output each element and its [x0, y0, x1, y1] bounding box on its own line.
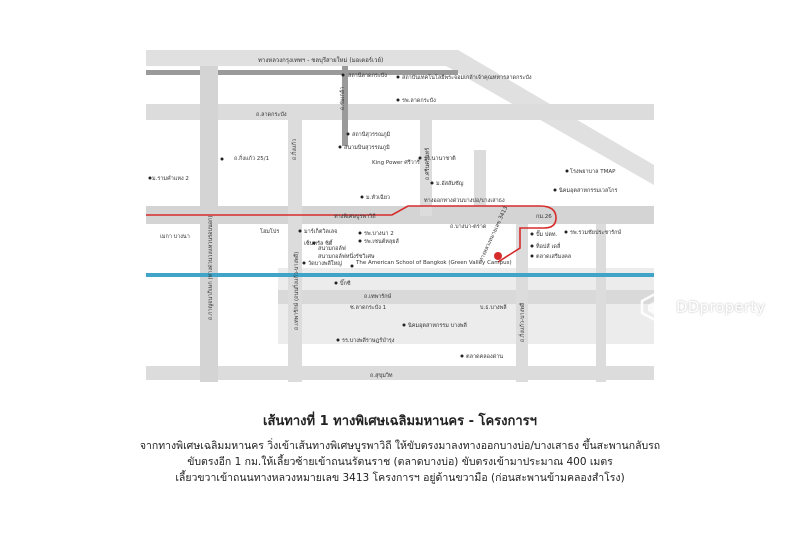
label-lat-krabang-station: สถานีลาดกระบัง — [348, 72, 387, 79]
label-kingkaew-road: ถ.กิ่งแก้ว 25/1 — [234, 154, 269, 162]
label-kingkaew-main: ถ.กิ่งแก้ว — [290, 139, 298, 160]
canal — [146, 273, 654, 277]
route-line — [146, 205, 557, 263]
label-srinakarin-road: ถ.ศรีนครินทร์ — [424, 148, 431, 180]
expressway-road — [146, 206, 654, 224]
label-king-kaew-8: ม.อัสสัมชัญ — [436, 180, 464, 187]
label-suvarnabhumi-airport: สนามบินสุวรรณภูมิ — [344, 144, 390, 151]
label-tmap: โรงพยาบาล TMAP — [570, 167, 616, 175]
label-bangna-hospital: รพ.บางนา 2 — [364, 231, 394, 237]
label-lat-krabang-hospital: รพ.ลาดกระบัง — [402, 97, 436, 104]
label-makro: บิ๊กซี — [339, 279, 350, 287]
label-sukhumvit: ถ.สุขุมวิท — [370, 372, 393, 379]
label-phra-samut: สนามกอล์ฟหนึ่งรัชวิเศษ — [318, 252, 375, 260]
label-rs-hospital: รพ.รวมชัยประชารักษ์ — [570, 229, 621, 236]
poi-dots — [148, 73, 569, 358]
label-samitivej: รพ.เซนต์หลุยส์ — [364, 238, 399, 245]
label-bang-na-trat: ถ.บางนา-ตราด — [450, 224, 487, 230]
thepharak-road — [278, 290, 654, 304]
road-3413 — [516, 224, 528, 382]
ddproperty-watermark: DDproperty — [640, 290, 790, 324]
label-khlong-suan: สนามกอล์ฟ — [318, 245, 346, 252]
label-bang-phli: บ.ธ.บางพลี — [480, 304, 507, 311]
ddproperty-logo-icon — [640, 292, 670, 322]
label-soi-khio: ถ.กิ่งแก้ว-บางพลี — [518, 303, 526, 342]
label-ramkhamhaeng-2: ม.รามคำแหง 2 — [152, 175, 189, 182]
route-description-line: ขับตรงอีก 1 กม.ให้เลี้ยวซ้ายเข้าถนนรัตนร… — [187, 456, 613, 468]
label-kanchanaphisek-road: ถ.กาญจนาภิเษก (ทางด่วนวงแหวนรอบนอก) — [207, 215, 214, 320]
label-lat-krabang-road: ถ.ลาดกระบัง — [256, 111, 287, 118]
label-king-power: King Power ศรีวารี — [372, 159, 420, 166]
label-suvarnabhumi-station: สถานีสุวรรณภูมิ — [352, 131, 391, 138]
label-market-village: มาร์เก็ตวิลเลจ — [304, 227, 337, 235]
label-huai-khwang: ม.หัวเฉียว — [366, 194, 390, 201]
label-expressway-top: ทางหลวงกรุงเทพฯ - ชลบุรีสายใหม่ (มอเตอร์… — [258, 56, 383, 64]
lat-krabang-road — [146, 104, 654, 120]
kanchanaphisek-road — [200, 66, 218, 382]
label-nikhom-bangphli: นิคมอุตสาหกรรม บางพลี — [407, 322, 466, 329]
motorway-edge — [146, 70, 458, 75]
route-description-line: จากทางพิเศษเฉลิมมหานคร วิ่งเข้าเส้นทางพิ… — [139, 440, 661, 452]
label-pump: ปั๊ม ปตท. — [536, 230, 558, 238]
label-american-school: The American School of Bangkok (Green Va… — [355, 260, 512, 266]
srinakarin-road — [420, 120, 432, 216]
right-road — [596, 224, 606, 382]
side-road — [474, 150, 486, 206]
label-bangna: เมกา บางนา — [160, 234, 190, 240]
label-thepharak: ถ.เทพารักษ์ — [364, 293, 392, 300]
label-talad-khlong: ตลาดคลองด่าน — [466, 354, 503, 360]
label-wat-bang-phli: วัดบางพลีใหญ่ — [308, 260, 342, 267]
label-central-city: เซ็นทรัล ซิตี้ — [304, 239, 333, 247]
label-market-right: ตลาดเสรีมงคล — [536, 253, 571, 260]
label-kmitl: สถาบันเทคโนโลยีพระจอมเกล้าเจ้าคุณทหารลาด… — [402, 73, 532, 81]
sukhumvit-road — [146, 366, 654, 380]
route-title: เส้นทางที่ 1 ทางพิเศษเฉลิมมหานคร - โครงก… — [263, 414, 537, 429]
route-description-line: เลี้ยวขวาเข้าถนนทางหลวงหมายเลข 3413 โครง… — [175, 472, 625, 484]
label-nikhom: นิคมอุตสาหกรรมเวลโกร — [558, 186, 617, 194]
label-highway-7: ทางพิเศษบูรพาวิถี — [334, 213, 376, 220]
label-rom-klao-road: ถ.ร่มเกล้า — [339, 87, 346, 110]
label-km26: กม.26 — [536, 214, 552, 220]
label-airport-school: รร.นานาชาติ — [424, 155, 456, 162]
ddproperty-watermark-text: DDproperty — [676, 298, 766, 316]
label-lotus: ท็อปส์ เดลี่ — [536, 242, 560, 250]
label-homepro: โฮมโปร — [260, 227, 279, 235]
route-description: จากทางพิเศษเฉลิมมหานคร วิ่งเข้าเส้นทางพิ… — [0, 438, 800, 486]
label-soi-1: ซ.ลาดกระบัง 1 — [350, 304, 386, 311]
label-toll-way: ทางออกทางด่วนบางบ่อ/บางเสาธง — [424, 197, 505, 204]
rom-klao-road — [342, 66, 348, 146]
label-left-road: ถ.เทพารักษ์ (ถนนกิ่งแก้ว-บางพลี) — [292, 252, 300, 330]
map-lower-zone — [278, 268, 654, 344]
kingkaew-road — [288, 120, 302, 382]
label-bang-phli-school: รร.บางพลีราษฎร์บำรุง — [342, 337, 395, 344]
location-pin-icon — [494, 252, 502, 260]
